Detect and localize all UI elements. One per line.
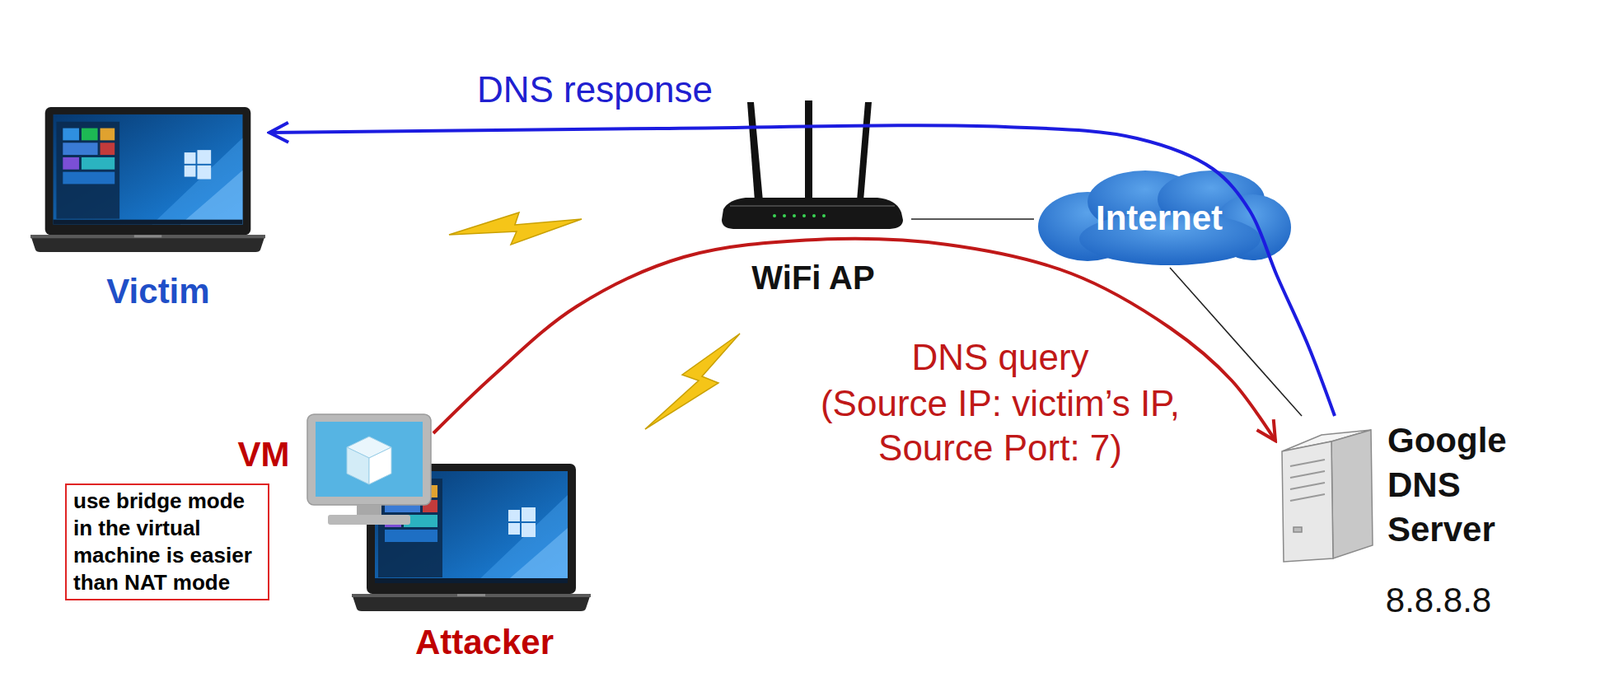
- victim-laptop: Victim: [28, 102, 270, 318]
- device-label: VM: [238, 435, 291, 475]
- network-link: [1169, 267, 1302, 417]
- query-detail: (Source IP: victim’s IP, Source Port: 7): [802, 381, 1198, 471]
- antenna: [804, 100, 813, 200]
- router-light: [792, 214, 796, 218]
- router-light: [802, 214, 806, 218]
- internet-cloud: Internet: [1033, 168, 1295, 268]
- wifi-access-point: WiFi AP: [713, 92, 912, 300]
- server-icon: [1281, 430, 1373, 562]
- network-link: [911, 218, 1034, 220]
- antenna: [856, 102, 872, 202]
- note-box: use bridge mode in the virtual machine i…: [65, 483, 270, 601]
- router-edge: [729, 205, 895, 207]
- attacker-laptop: Attacker: [346, 461, 597, 668]
- server-button: [1293, 527, 1302, 533]
- monitor-base: [327, 514, 411, 525]
- edge-label: DNS response: [477, 69, 713, 112]
- wireless-bolt: [645, 333, 740, 430]
- ip-address: 8.8.8.8: [1385, 580, 1492, 621]
- server-front: [1281, 441, 1334, 562]
- monitor-screen: [315, 421, 423, 497]
- dns-response-arrow: [269, 125, 1335, 417]
- device-label: Victim: [106, 271, 210, 312]
- device-label: WiFi AP: [751, 258, 875, 297]
- edge-label: DNS query: [911, 336, 1089, 379]
- cube-left: [346, 447, 370, 485]
- router-icon: [721, 100, 903, 230]
- device-label: Attacker: [415, 622, 554, 663]
- router-light: [812, 214, 816, 218]
- server-label: Google DNS Server: [1387, 418, 1536, 553]
- router-light: [782, 214, 786, 218]
- vm-monitor-icon: [307, 414, 431, 525]
- router-light: [772, 214, 777, 218]
- server-side: [1331, 430, 1373, 559]
- cube-right: [369, 447, 392, 485]
- router-body: [721, 197, 903, 230]
- dns-server: Google DNS Server 8.8.8.8: [1275, 416, 1540, 627]
- victim-laptop-icon: [30, 107, 266, 253]
- antenna: [747, 102, 763, 202]
- server-bays: [1290, 459, 1325, 501]
- note-text: use bridge mode in the virtual machine i…: [73, 487, 262, 597]
- monitor-frame: [307, 414, 431, 506]
- wireless-bolt: [449, 212, 582, 245]
- router-light: [822, 214, 826, 218]
- monitor-neck: [356, 505, 382, 517]
- cloud-label: Internet: [1095, 198, 1223, 239]
